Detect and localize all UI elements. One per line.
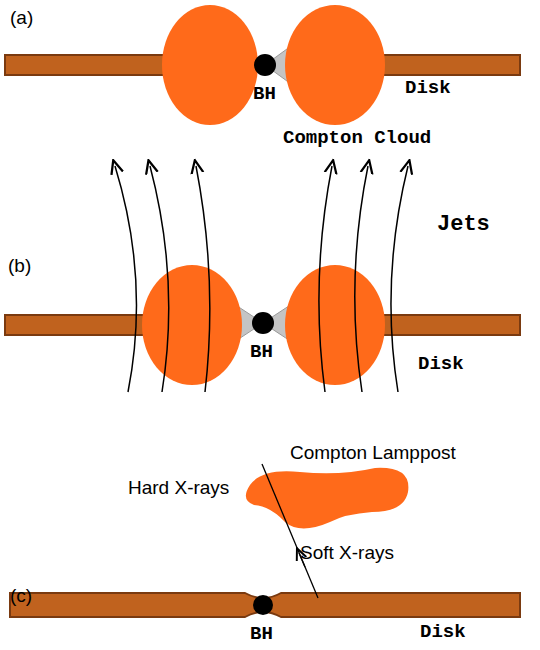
jet-field-line xyxy=(319,166,332,392)
accretion-disk xyxy=(5,55,175,75)
panel-label: (c) xyxy=(10,586,32,607)
compton-cloud xyxy=(142,265,242,385)
compton-cloud xyxy=(285,5,385,125)
jet-field-line xyxy=(150,166,169,392)
disk-label: Disk xyxy=(418,354,464,375)
accretion-disk xyxy=(370,55,520,75)
black-hole-label: BH xyxy=(253,84,276,105)
compton-lamppost xyxy=(246,468,409,529)
jet-field-line xyxy=(355,166,368,392)
black-hole xyxy=(252,312,274,334)
black-hole xyxy=(253,595,273,615)
component-label: Jets xyxy=(437,213,490,237)
disk-label: Disk xyxy=(420,622,466,643)
panel-label: (a) xyxy=(10,8,33,29)
photon-path xyxy=(262,464,318,598)
jet-field-line xyxy=(391,166,408,392)
black-hole-label: BH xyxy=(250,342,273,363)
black-hole-label: BH xyxy=(250,624,273,645)
radiation-label: Hard X-rays xyxy=(128,478,229,499)
radiation-label: Soft X-rays xyxy=(300,543,394,564)
panel-label: (b) xyxy=(8,256,31,277)
component-label: Compton Lamppost xyxy=(290,443,456,464)
disk-label: Disk xyxy=(405,78,451,99)
accretion-disk xyxy=(370,315,520,335)
compton-cloud xyxy=(285,265,385,385)
jet-field-line xyxy=(196,166,210,392)
compton-cloud xyxy=(162,5,258,125)
black-hole xyxy=(254,54,276,76)
component-label: Compton Cloud xyxy=(283,128,431,149)
accretion-disk xyxy=(5,315,155,335)
jet-field-line xyxy=(115,166,136,392)
accretion-disk xyxy=(10,593,520,617)
